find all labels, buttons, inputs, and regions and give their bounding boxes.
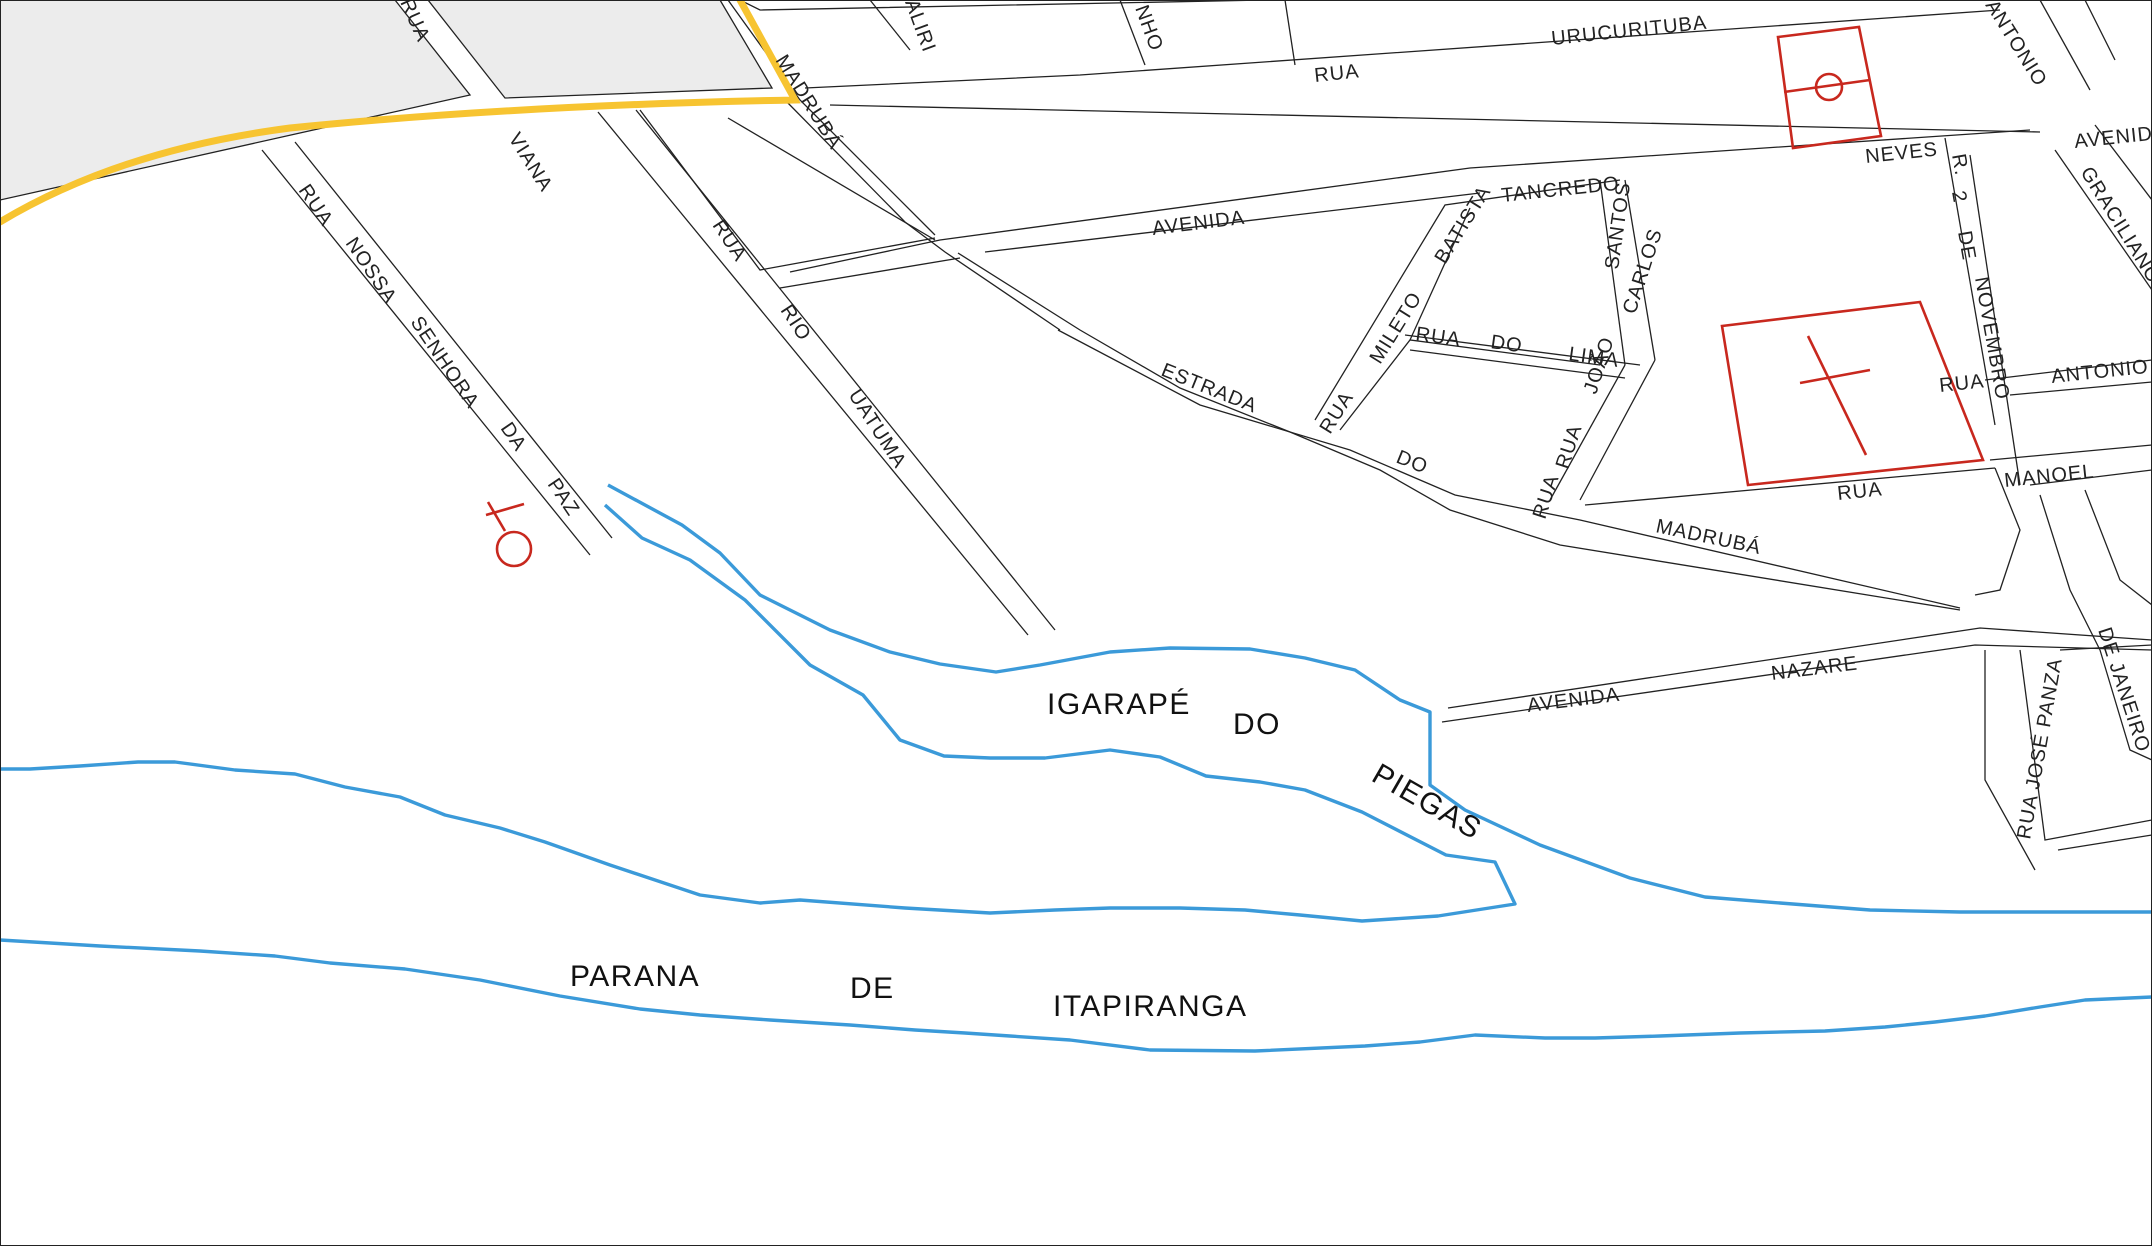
label-nho: NHO bbox=[1130, 2, 1167, 54]
built-up-area bbox=[0, 0, 774, 201]
label-rua2: RUA bbox=[708, 216, 751, 266]
label-estrada: ESTRADA bbox=[1158, 359, 1260, 417]
label-madruba2: MADRUBÁ bbox=[1654, 514, 1763, 559]
label-rua7: RUA bbox=[1529, 472, 1564, 522]
label-itapiranga: ITAPIRANGA bbox=[1053, 990, 1247, 1023]
label-dois: 2 bbox=[1947, 189, 1971, 205]
label-graciliano: GRACILIANO bbox=[2076, 163, 2152, 288]
label-antonio1: ANTONIO bbox=[1981, 0, 2051, 91]
label-rua9: RUA bbox=[1836, 478, 1883, 505]
water-labels: IGARAPÉ DO PIEGAS PARANA DE ITAPIRANGA bbox=[570, 688, 1488, 1023]
label-rio: RIO bbox=[776, 301, 815, 345]
label-aliri: ALIRI bbox=[900, 0, 939, 55]
street-labels: RUA NOSSA SENHORA DA PAZ VIANA RUA RIO U… bbox=[294, 0, 2152, 841]
street-network bbox=[261, 0, 2152, 871]
label-avenida1: AVENIDA bbox=[2073, 121, 2152, 153]
label-rua8: RUA bbox=[1938, 370, 1985, 397]
label-piegas: PIEGAS bbox=[1367, 757, 1488, 846]
label-parana: PARANA bbox=[570, 960, 700, 993]
soccer-field-icon bbox=[1776, 25, 1883, 150]
label-do1: DO bbox=[1489, 331, 1524, 357]
label-igarape: IGARAPÉ bbox=[1047, 688, 1191, 721]
label-neves: NEVES bbox=[1864, 138, 1939, 167]
label-viana: VIANA bbox=[504, 129, 557, 196]
label-rua1: RUA bbox=[294, 180, 338, 230]
label-rua6: RUA bbox=[1552, 422, 1587, 472]
label-r: R. bbox=[1947, 152, 1972, 177]
label-do2: DO bbox=[1393, 446, 1431, 478]
label-jose-panza: RUA JOSÉ PANZA bbox=[2012, 656, 2067, 841]
label-avenida2: AVENIDA bbox=[1151, 207, 1246, 240]
label-de: DE bbox=[1953, 229, 1980, 262]
label-rua4: RUA bbox=[1316, 388, 1359, 438]
label-urucurituba: URUCURITUBA bbox=[1550, 12, 1708, 50]
river-network bbox=[0, 483, 2152, 1053]
label-paz: PAZ bbox=[543, 474, 584, 520]
label-rua3: RUA bbox=[1313, 60, 1360, 87]
highway-road bbox=[0, 0, 801, 226]
label-janeiro: DE JANEIRO bbox=[2093, 625, 2152, 755]
label-igarape-do: DO bbox=[1233, 708, 1281, 741]
label-da: DA bbox=[496, 418, 531, 455]
label-avenida3: AVENIDA bbox=[1526, 684, 1621, 717]
label-parana-de: DE bbox=[850, 972, 895, 1005]
label-rua5: RUA bbox=[1414, 323, 1462, 351]
cemetery-cross-icon bbox=[1720, 300, 1985, 487]
female-symbol-icon bbox=[485, 501, 533, 568]
label-nossa: NOSSA bbox=[341, 233, 401, 308]
label-uatuma: UATUMA bbox=[844, 386, 911, 473]
